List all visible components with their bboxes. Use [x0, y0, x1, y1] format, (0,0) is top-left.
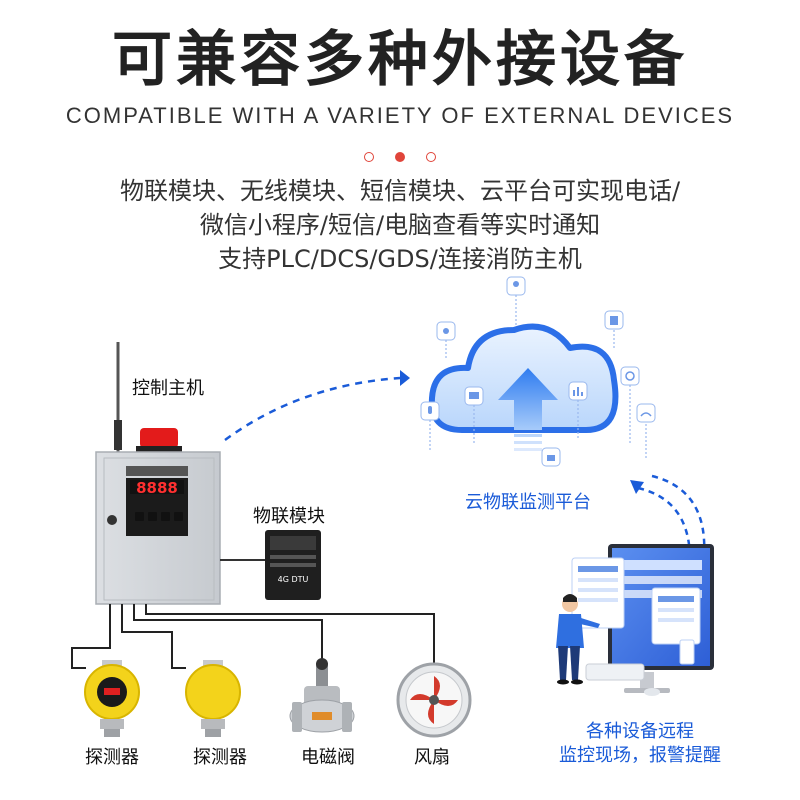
microphone-icon: [420, 401, 440, 421]
antenna-base: [114, 420, 122, 450]
dot-indicator-active: [395, 152, 405, 162]
controller-label: 控制主机: [132, 378, 204, 399]
iot-module-tag: 4G DTU: [278, 575, 309, 584]
fan-icon: [396, 662, 472, 738]
arrow-head-icon: [400, 370, 410, 386]
cloud-label: 云物联监测平台: [465, 492, 591, 513]
floating-window-icon: [571, 557, 625, 629]
page-subtitle: COMPATIBLE WITH A VARIETY OF EXTERNAL DE…: [65, 103, 735, 128]
description-line-2: 微信小程序/短信/电脑查看等实时通知: [199, 211, 601, 239]
remote-label-line-2: 监控现场，报警提醒: [559, 745, 721, 766]
description-line-1: 物联模块、无线模块、短信模块、云平台可实现电话/: [119, 177, 681, 205]
lock-icon: [541, 447, 561, 467]
arrow-head-icon: [630, 480, 644, 494]
floating-window-icon: [651, 587, 701, 645]
device-label-3: 电磁阀: [301, 747, 355, 768]
iot-module: [265, 530, 321, 600]
wifi-icon: [636, 403, 656, 423]
upload-arrow-icon: [498, 368, 558, 451]
dot-indicator: [363, 152, 374, 162]
chart-icon: [568, 381, 588, 401]
detector-2-icon: [185, 660, 241, 737]
phone-icon: [679, 639, 695, 665]
upload-arrow: [224, 376, 401, 442]
alarm-light-icon: [136, 428, 182, 454]
sync-arrow: [651, 474, 706, 557]
user-icon: [506, 276, 526, 296]
controller-display: 8888: [136, 479, 178, 497]
controller-box: [95, 451, 221, 605]
monitor-icon: [464, 386, 484, 406]
remote-label-line-1: 各种设备远程: [586, 721, 694, 742]
iot-module-label: 物联模块: [253, 506, 325, 527]
dot-indicator: [426, 152, 437, 162]
device-wires: [71, 604, 435, 670]
description-line-3: 支持PLC/DCS/GDS/连接消防主机: [218, 245, 582, 273]
device-label-2: 探测器: [193, 747, 247, 768]
page-title: 可兼容多种外接设备: [112, 25, 688, 95]
sync-arrow: [637, 486, 692, 561]
device-label-4: 风扇: [414, 747, 450, 768]
person-icon: [556, 594, 600, 685]
solenoid-valve-icon: [289, 658, 355, 733]
detector-1-icon: [84, 660, 140, 737]
refresh-icon: [620, 366, 640, 386]
document-icon: [604, 310, 624, 330]
decorative-dots: [0, 147, 800, 166]
keyboard-icon: [585, 663, 660, 696]
chat-icon: [436, 321, 456, 341]
device-label-1: 探测器: [85, 747, 139, 768]
